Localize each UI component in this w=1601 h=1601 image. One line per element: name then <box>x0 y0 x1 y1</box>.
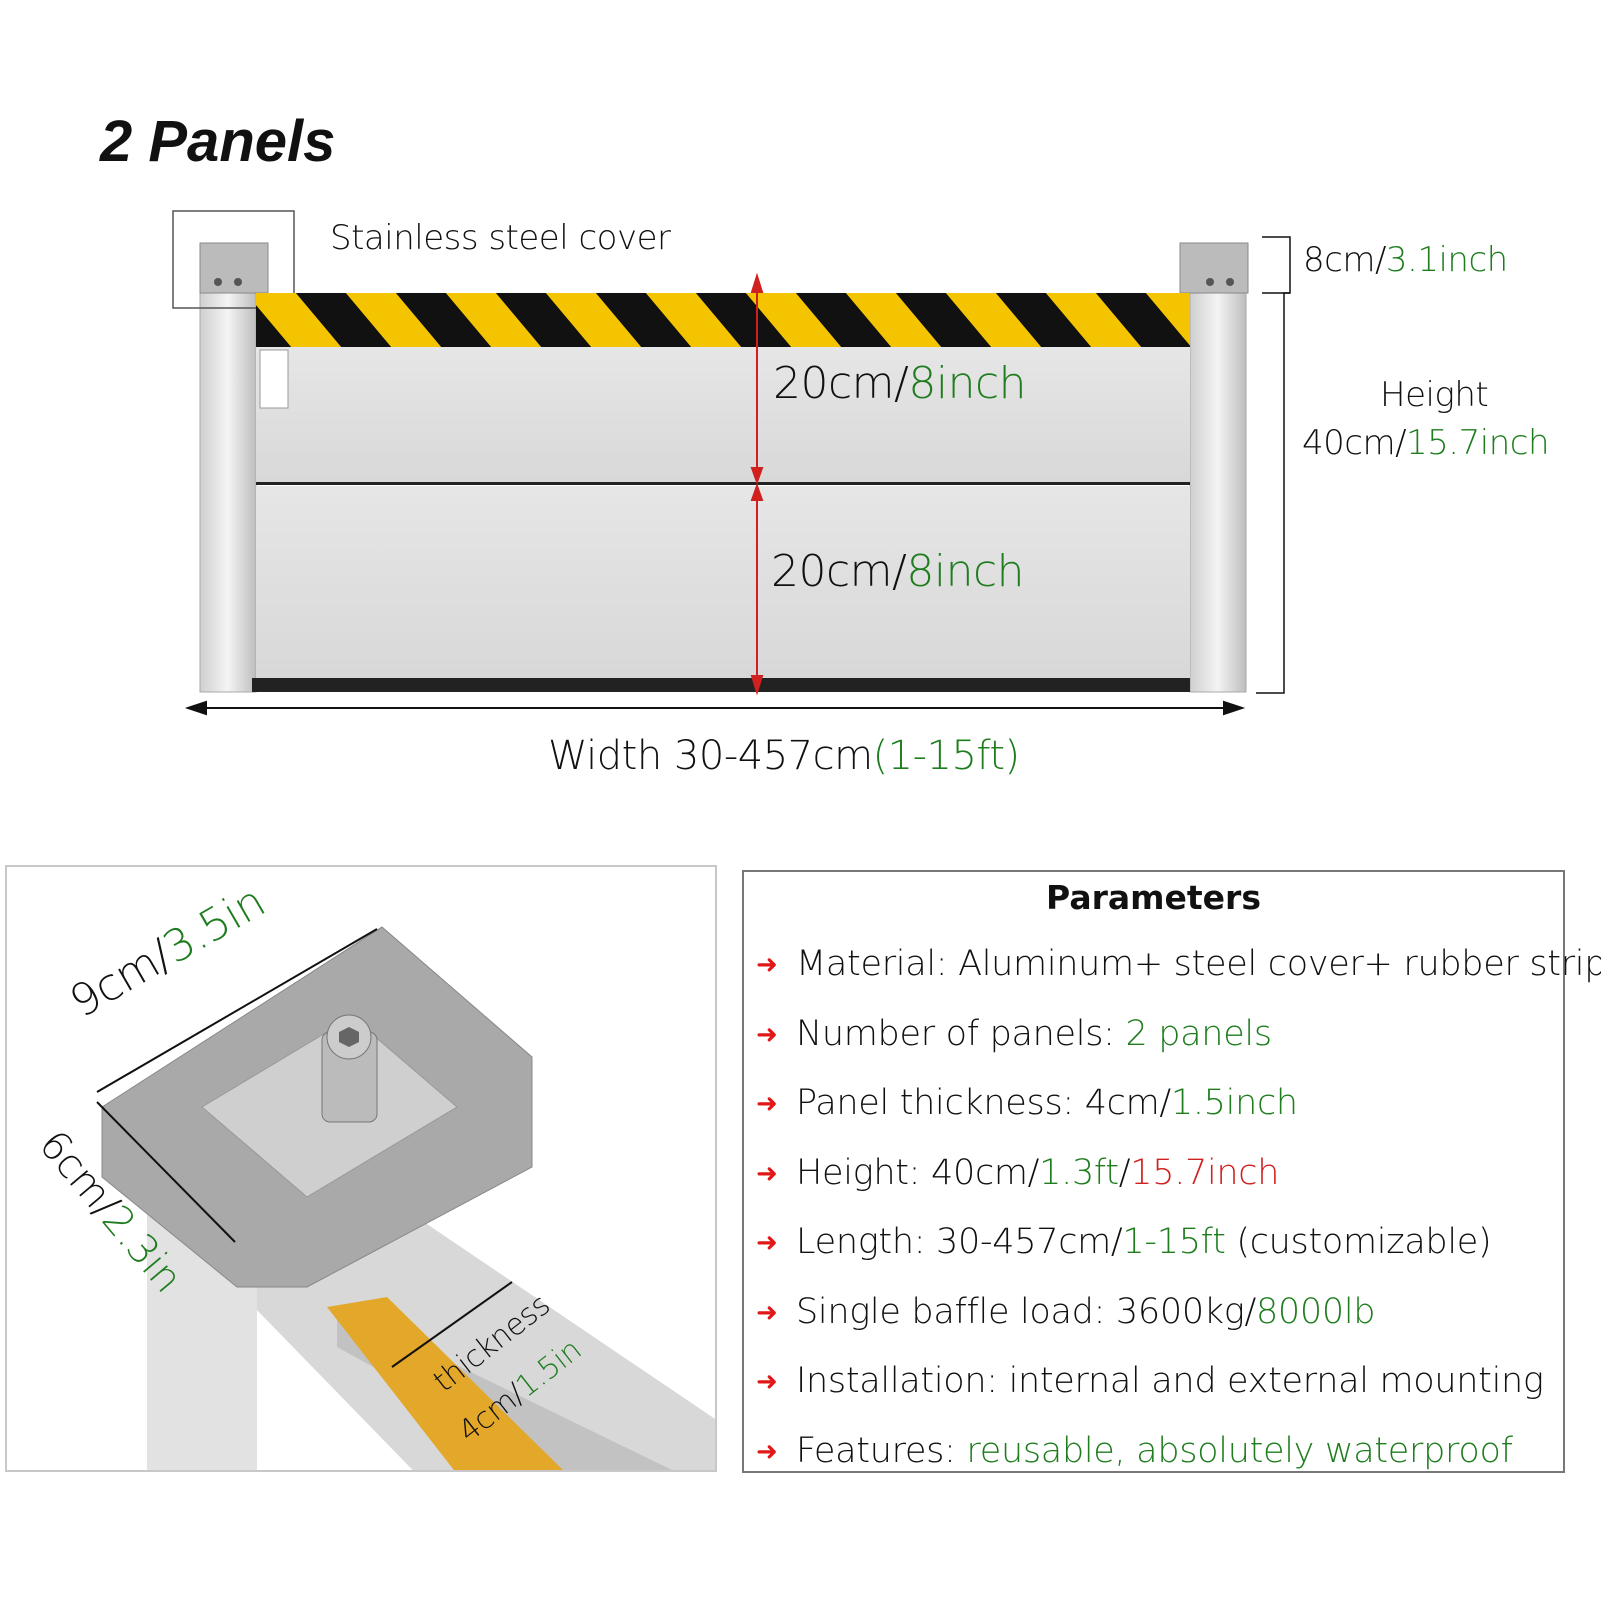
cover-detail-photo: 9cm/3.5in 6cm/2.3in thickness 4cm/1.5in <box>5 865 717 1472</box>
red-arrow-icon: ➜ <box>756 1158 778 1189</box>
top-panel <box>256 347 1190 484</box>
width-arrow <box>184 700 1246 716</box>
right-cap <box>1179 242 1249 294</box>
inch-text: 15.7inch <box>1406 423 1549 463</box>
top-panel-dimension: 20cm/8inch <box>773 358 1027 409</box>
parameters-panel: Parameters ➜ Material: Aluminum+ steel co… <box>742 870 1601 1473</box>
cm-text: 40cm/ <box>1302 423 1407 463</box>
page-title: 2 Panels <box>100 109 336 174</box>
red-arrow-icon: ➜ <box>756 1297 778 1328</box>
left-post <box>199 254 257 693</box>
parameter-tail: (customizable) <box>1225 1222 1492 1262</box>
left-cap <box>199 242 269 294</box>
parameter-item: ➜ Single baffle load: 3600kg/8000lb <box>756 1292 1375 1332</box>
parameter-item: ➜ Material: Aluminum+ steel cover+ rubber… <box>756 944 1601 984</box>
red-arrow-icon: ➜ <box>756 1019 778 1050</box>
parameter-label: Number of panels: <box>796 1013 1126 1054</box>
cm-text: 8cm/ <box>1303 240 1386 280</box>
red-arrow-icon: ➜ <box>756 950 778 980</box>
parameter-label: Single baffle load: 3600kg/ <box>796 1291 1256 1332</box>
height-value: 40cm/15.7inch <box>1302 423 1549 463</box>
bottom-panel-dimension: 20cm/8inch <box>771 546 1025 597</box>
right-post <box>1189 254 1247 693</box>
cover-highlight-box <box>172 210 295 309</box>
red-arrow-icon: ➜ <box>756 1436 778 1467</box>
parameter-item: ➜ Number of panels: 2 panels <box>756 1014 1272 1054</box>
parameter-green-value: 8000lb <box>1255 1291 1376 1332</box>
inch-text: 8inch <box>908 358 1027 409</box>
cover-label: Stainless steel cover <box>330 218 671 258</box>
parameter-item: ➜ Installation: internal and external mou… <box>756 1361 1544 1401</box>
parameter-label: Length: 30-457cm/ <box>796 1222 1123 1262</box>
red-arrow-icon: ➜ <box>756 1228 778 1258</box>
cap-height-label: 8cm/3.1inch <box>1303 240 1508 280</box>
parameter-label: Installation: internal and external moun… <box>796 1361 1544 1401</box>
width-text: Width 30-457cm <box>548 733 873 779</box>
dimension-lines <box>96 928 513 1368</box>
parameter-green-value: 1.3ft <box>1039 1152 1119 1193</box>
parameter-item: ➜ Features: reusable, absolutely waterpro… <box>756 1431 1513 1471</box>
panel-height-arrows <box>750 272 764 696</box>
parameter-item: ➜ Panel thickness: 4cm/1.5inch <box>756 1083 1298 1123</box>
width-ft: (1-15ft) <box>872 733 1021 779</box>
inch-text: 8inch <box>906 546 1025 597</box>
width-label: Width 30-457cm(1-15ft) <box>548 733 1020 779</box>
rubber-strip <box>252 678 1190 692</box>
cm-text: 20cm/ <box>773 358 909 409</box>
parameter-label: Features: <box>796 1430 967 1471</box>
bottom-panel <box>256 486 1190 678</box>
height-word: Height <box>1380 375 1489 415</box>
cm-text: 20cm/ <box>771 546 907 597</box>
cover-detail-illustration <box>96 926 715 1470</box>
parameters-title: Parameters <box>1046 878 1261 917</box>
parameter-green-value: reusable, absolutely waterproof <box>966 1430 1513 1471</box>
height-brackets <box>1256 236 1291 694</box>
parameter-green-value: 1.5inch <box>1170 1083 1298 1123</box>
flood-barrier-diagram <box>172 210 1291 716</box>
hazard-stripe <box>256 293 1190 347</box>
parameter-separator: / <box>1118 1152 1131 1193</box>
parameter-label: Height: 40cm/ <box>796 1152 1040 1193</box>
parameter-green-value: 1-15ft <box>1122 1222 1226 1262</box>
red-arrow-icon: ➜ <box>756 1367 778 1397</box>
parameter-item: ➜ Length: 30-457cm/1-15ft (customizable) <box>756 1222 1492 1262</box>
parameter-label: Material: Aluminum+ steel cover+ rubber … <box>796 944 1601 984</box>
label-sticker <box>259 349 289 409</box>
parameter-label: Panel thickness: 4cm/ <box>796 1083 1171 1123</box>
inch-text: 3.1inch <box>1385 240 1508 280</box>
parameter-item: ➜ Height: 40cm/1.3ft/15.7inch <box>756 1153 1279 1193</box>
parameter-red-value: 15.7inch <box>1130 1152 1280 1193</box>
parameter-green-value: 2 panels <box>1125 1013 1272 1054</box>
red-arrow-icon: ➜ <box>756 1089 778 1119</box>
